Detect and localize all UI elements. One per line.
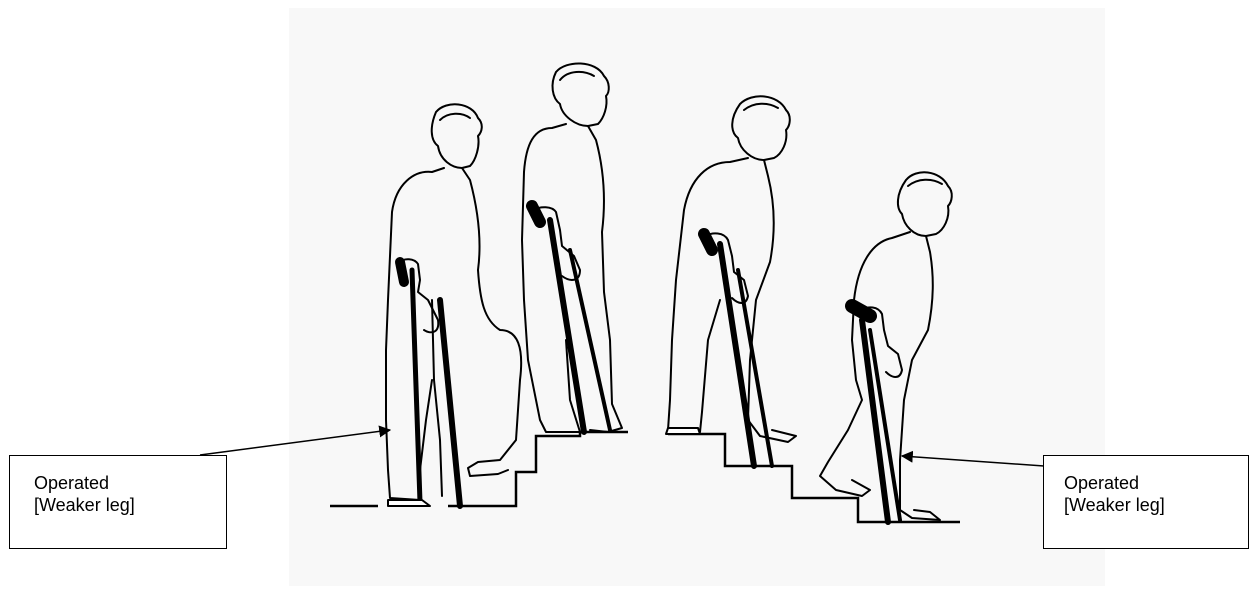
stair-steps [330,432,960,522]
figure-1 [386,104,521,506]
arrow-left [200,430,390,455]
callout-left-line2: [Weaker leg] [34,494,226,516]
callout-left: Operated [Weaker leg] [9,455,227,549]
figure-3 [666,96,796,466]
figure-2 [522,63,622,432]
callout-right-line1: Operated [1064,472,1248,494]
callout-right-line2: [Weaker leg] [1064,494,1248,516]
callout-left-line1: Operated [34,472,226,494]
figure-4 [820,172,952,522]
callout-right: Operated [Weaker leg] [1043,455,1249,549]
